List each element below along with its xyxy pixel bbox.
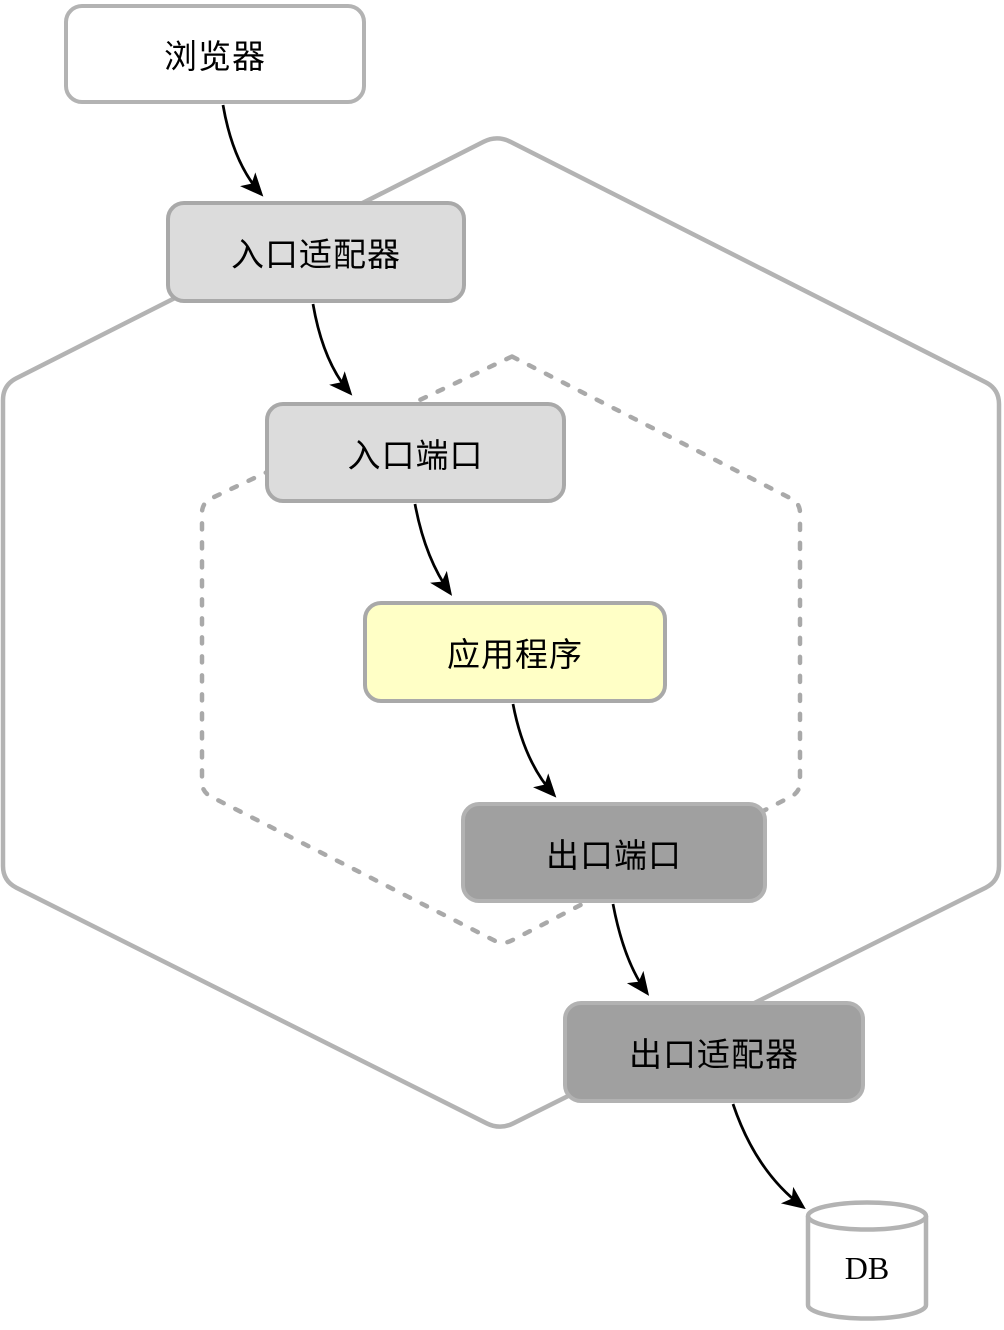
node-inbound-adapter: 入口适配器 bbox=[166, 201, 466, 303]
node-inbound-port: 入口端口 bbox=[265, 402, 566, 503]
node-outbound-adapter-label: 出口适配器 bbox=[629, 1036, 799, 1073]
node-db-label: DB bbox=[844, 1249, 890, 1286]
node-application: 应用程序 bbox=[363, 601, 667, 703]
node-inbound-port-label: 入口端口 bbox=[347, 436, 484, 474]
inner-hexagon-boundary bbox=[199, 353, 803, 945]
edge-outbound-adapter-to-db-arrow bbox=[731, 1103, 806, 1210]
node-outbound-port-label: 出口端口 bbox=[546, 836, 682, 874]
node-application-label: 应用程序 bbox=[447, 636, 583, 673]
node-browser: 浏览器 bbox=[64, 4, 366, 104]
outer-hexagon-boundary bbox=[0, 136, 1002, 1129]
edge-inbound-port-to-application-arrow bbox=[413, 503, 453, 596]
edge-application-to-outbound-port-arrow bbox=[511, 703, 557, 798]
edge-outbound-port-to-outbound-adapter-arrow bbox=[611, 903, 650, 996]
edge-browser-to-inbound-adapter-arrow bbox=[221, 104, 264, 197]
edge-inbound-adapter-to-inbound-port-arrow bbox=[311, 303, 353, 396]
node-outbound-port: 出口端口 bbox=[461, 802, 767, 903]
node-browser-label: 浏览器 bbox=[164, 38, 266, 75]
node-inbound-adapter-label: 入口适配器 bbox=[231, 236, 401, 273]
db-cylinder bbox=[805, 1200, 929, 1321]
node-outbound-adapter: 出口适配器 bbox=[563, 1001, 865, 1103]
